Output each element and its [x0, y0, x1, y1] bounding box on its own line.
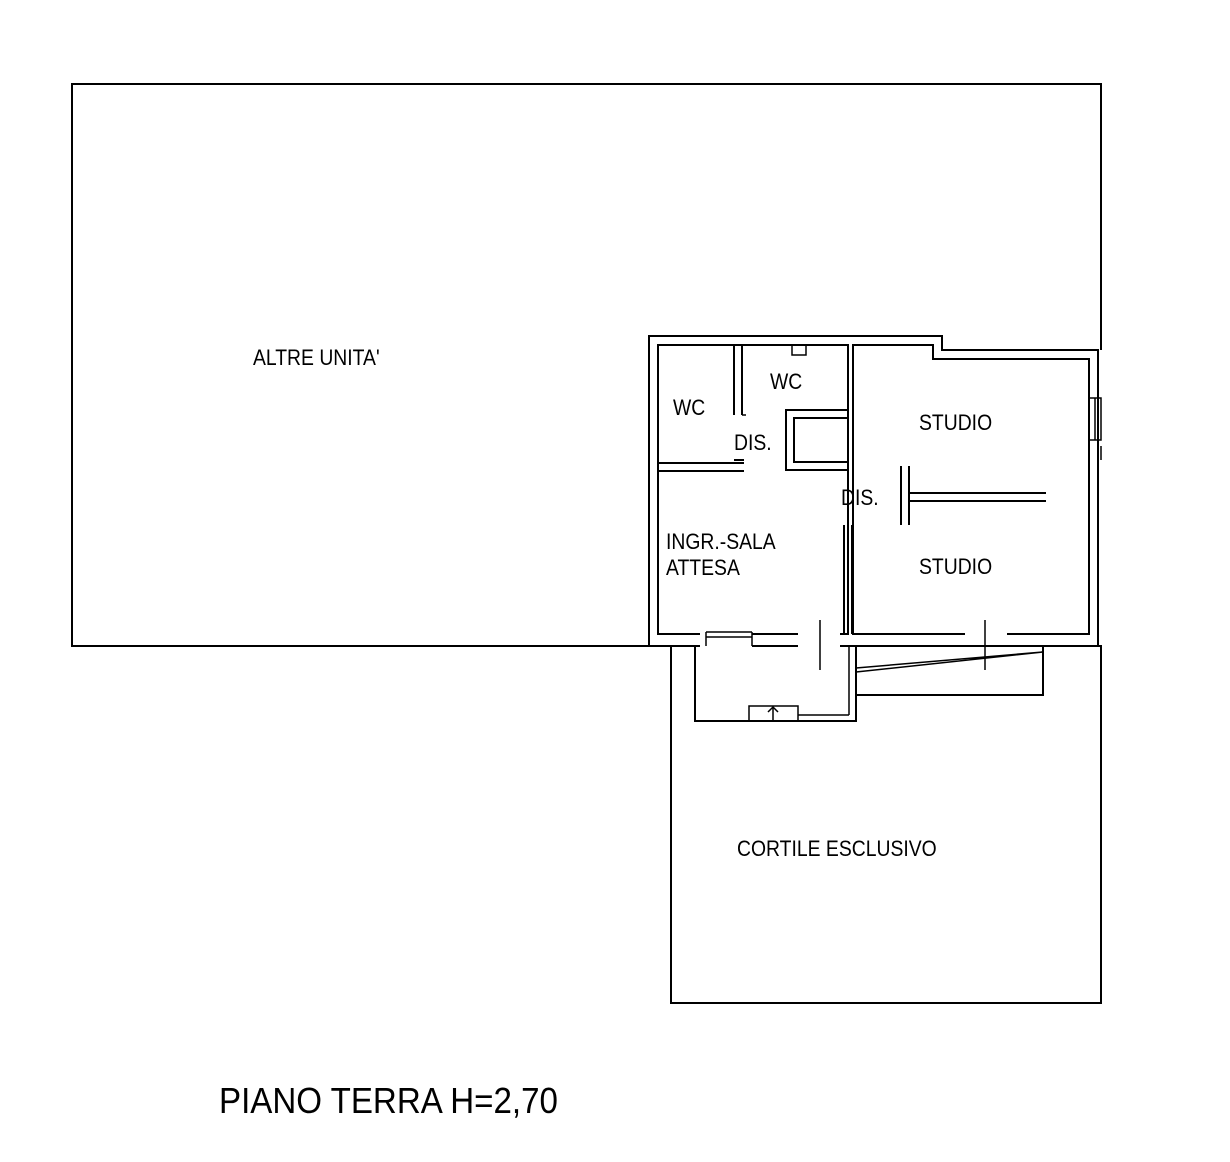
- cortile-label: CORTILE ESCLUSIVO: [737, 837, 937, 861]
- dis-upper-label: DIS.: [734, 431, 772, 455]
- studio-bottom-label: STUDIO: [919, 555, 992, 579]
- wc-vent: [791, 344, 807, 356]
- interior-partitions: [658, 345, 1046, 634]
- cortile-boundary: [670, 645, 1102, 1004]
- wc-left-label: WC: [673, 396, 705, 420]
- ingresso-label-line1: INGR.-SALA: [666, 530, 776, 554]
- dis-center-label: DIS.: [841, 486, 879, 510]
- wc-center-label: WC: [770, 370, 802, 394]
- plan-title: PIANO TERRA H=2,70: [219, 1082, 558, 1122]
- ingresso-label-line2: ATTESA: [666, 556, 740, 580]
- right-wall-window: [1088, 397, 1102, 460]
- studio-top-label: STUDIO: [919, 411, 992, 435]
- ramp: [855, 645, 1044, 696]
- bottom-wall-openings: [700, 620, 1007, 670]
- altre-unita-boundary: [71, 83, 1102, 647]
- entrance-porch: [694, 646, 857, 722]
- altre-unita-label: ALTRE UNITA': [253, 346, 380, 370]
